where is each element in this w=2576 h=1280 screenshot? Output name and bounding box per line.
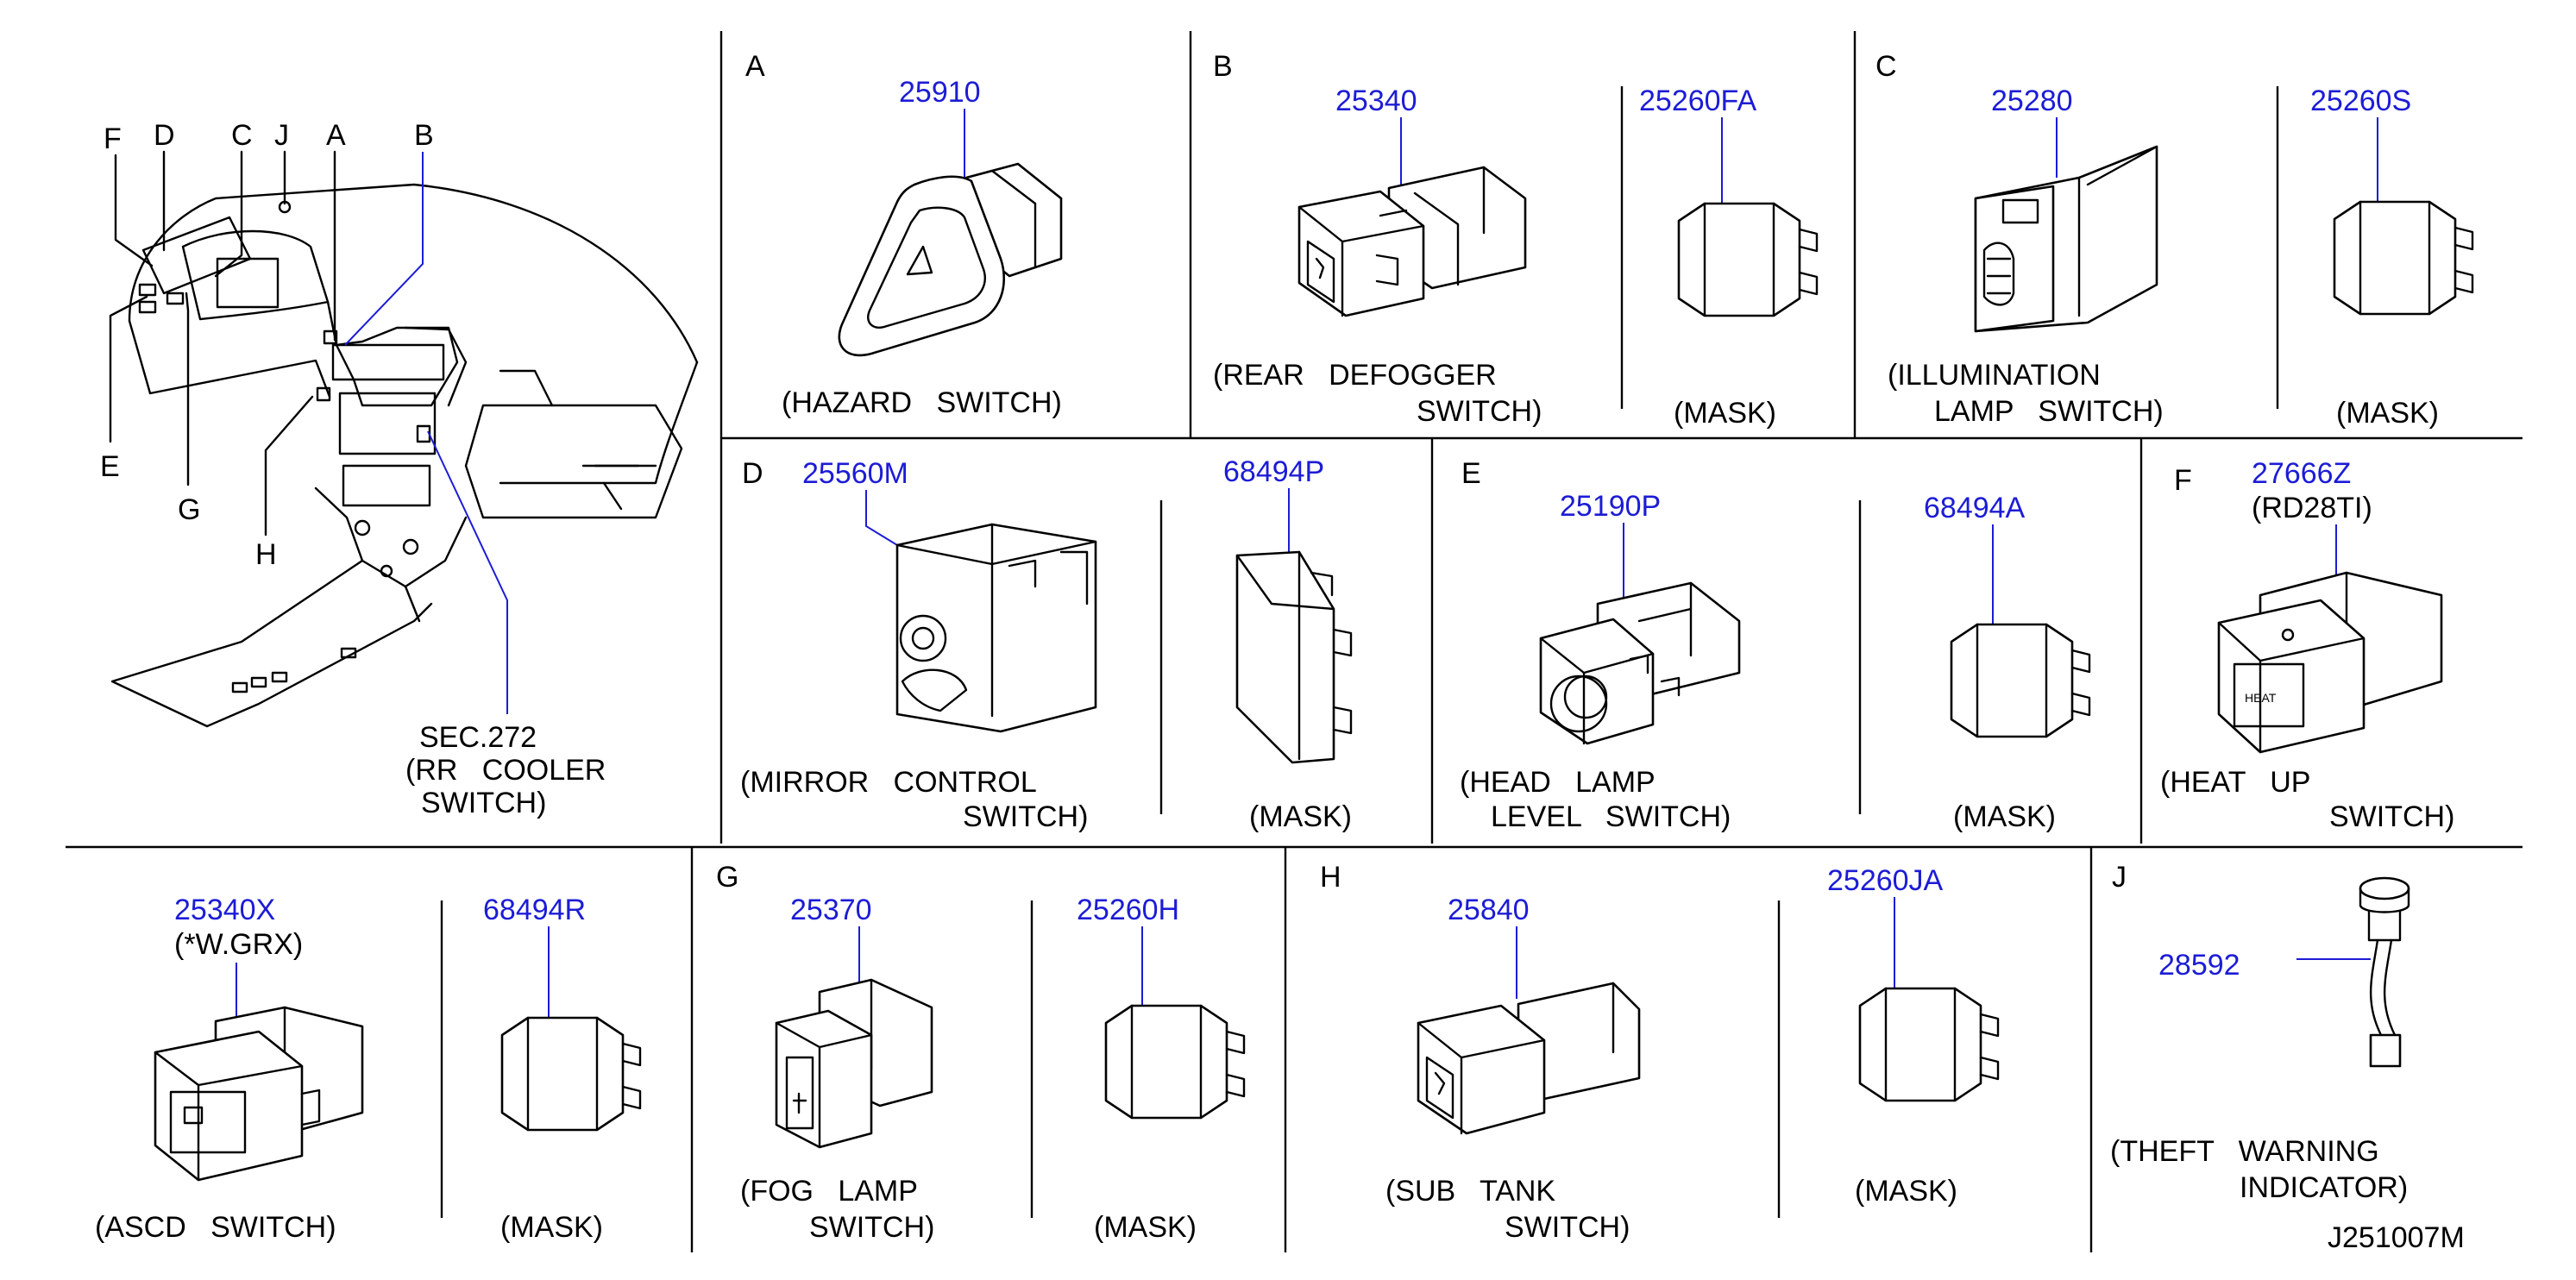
panel-j-letter: J (2112, 861, 2127, 894)
panel-b-caption-2: SWITCH) (1417, 395, 1542, 428)
panel-e: E 25190P (HEAD LAMP LEVEL SWITCH) 68494A… (1460, 457, 2091, 833)
part-number-25370: 25370 (790, 894, 872, 926)
callout-d: D (154, 119, 175, 152)
sec-ref-line-1: SEC.272 (419, 721, 537, 754)
callout-f: F (104, 122, 122, 155)
mask-25260h-drawing (1104, 1004, 1246, 1120)
part-number-25910: 25910 (899, 76, 981, 109)
panel-f-letter: F (2174, 464, 2192, 497)
panel-e-caption-1: (HEAD LAMP (1460, 766, 1656, 799)
head-lamp-level-switch-drawing (1539, 581, 1741, 745)
dashboard-overview-drawing (109, 150, 699, 728)
part-number-25340x: 25340X (174, 894, 275, 926)
part-number-25260s: 25260S (2310, 85, 2411, 117)
callout-b: B (414, 119, 434, 152)
mask-25260ja-drawing (1858, 987, 2000, 1102)
mirror-control-switch-drawing (895, 523, 1097, 733)
panel-j-caption-1: (THEFT WARNING (2110, 1135, 2379, 1168)
mask-25260s-drawing (2333, 200, 2474, 316)
panel-f-note: (RD28TI) (2252, 492, 2372, 524)
part-number-25340: 25340 (1335, 85, 1417, 117)
sec-ref-line-2: (RR COOLER (405, 754, 606, 787)
callout-a: A (326, 119, 346, 152)
panel-d-mask-caption: (MASK) (1249, 800, 1352, 833)
panel-e-mask-caption: (MASK) (1953, 800, 2056, 833)
mask-25260fa-drawing (1677, 202, 1819, 317)
panel-d-caption-1: (MIRROR CONTROL (740, 766, 1037, 799)
panel-f-caption-1: (HEAT UP (2160, 766, 2310, 799)
panel-b-letter: B (1213, 50, 1233, 83)
panel-g-caption-2: SWITCH) (809, 1211, 934, 1244)
callout-h: H (255, 538, 277, 571)
panel-f-caption-2: SWITCH) (2329, 800, 2454, 833)
panel-c-caption-1: (ILLUMINATION (1888, 359, 2101, 392)
illumination-switch-drawing (1974, 145, 2158, 333)
ascd-switch-drawing (154, 1006, 364, 1182)
panel-d: D 25560M (MIRROR CONTROL SWITCH) 68494P … (740, 455, 1353, 833)
part-number-25260ja: 25260JA (1827, 864, 1944, 897)
part-number-25280: 25280 (1991, 85, 2073, 117)
part-number-25260h: 25260H (1077, 894, 1179, 926)
panel-ascd: 25340X (*W.GRX) (ASCD SWITCH) 68494R (MA… (95, 894, 642, 1244)
panel-ascd-note: (*W.GRX) (174, 928, 303, 961)
panel-b-mask-caption: (MASK) (1674, 397, 1776, 430)
part-number-25260fa: 25260FA (1639, 85, 1756, 117)
panel-h-letter: H (1320, 861, 1341, 894)
panel-e-caption-2: LEVEL SWITCH) (1491, 800, 1731, 833)
panel-h-caption-1: (SUB TANK (1385, 1175, 1555, 1208)
panel-ascd-caption: (ASCD SWITCH) (95, 1211, 336, 1244)
theft-indicator-drawing (2359, 876, 2410, 1068)
panel-g-mask-caption: (MASK) (1094, 1211, 1197, 1244)
part-number-68494r: 68494R (483, 894, 586, 926)
grid-lines (66, 31, 2523, 1252)
panel-d-caption-2: SWITCH) (963, 800, 1088, 833)
hazard-switch-drawing (838, 162, 1063, 357)
defogger-switch-drawing (1297, 166, 1527, 317)
overview-callout-labels: F D C J A B E G H SEC.272 (RR COOLER SWI… (100, 119, 606, 819)
drawing-id: J251007M (2328, 1221, 2465, 1254)
heat-up-switch-drawing: HEAT (2217, 571, 2443, 754)
heat-label-glyph: HEAT (2245, 691, 2277, 705)
panel-c-letter: C (1875, 50, 1897, 83)
panel-g: G 25370 (FOG LAMP SWITCH) 25260H (MASK) (716, 861, 1246, 1244)
part-number-25190p: 25190P (1560, 490, 1661, 523)
callout-j: J (274, 119, 289, 152)
panel-g-caption-1: (FOG LAMP (740, 1175, 918, 1208)
panel-h-caption-2: SWITCH) (1505, 1211, 1630, 1244)
panel-c: C 25280 (ILLUMINATION LAMP SWITCH) 25260… (1875, 50, 2474, 430)
panel-b-caption-1: (REAR DEFOGGER (1213, 359, 1497, 392)
panel-j-caption-2: INDICATOR) (2240, 1171, 2408, 1204)
callout-c: C (231, 119, 253, 152)
fog-lamp-switch-drawing (775, 978, 933, 1149)
sec-ref-line-3: SWITCH) (421, 787, 546, 819)
panel-b: B 25340 (REAR DEFOGGER SWITCH) 25260FA (… (1213, 50, 1819, 430)
part-number-27666z: 27666Z (2252, 457, 2351, 490)
panel-g-letter: G (716, 861, 738, 894)
callout-g: G (178, 493, 200, 526)
panel-a-letter: A (745, 50, 765, 83)
mask-68494a-drawing (1950, 623, 2091, 738)
panel-ascd-mask-caption: (MASK) (500, 1211, 603, 1244)
panel-c-mask-caption: (MASK) (2336, 397, 2439, 430)
panel-j: J 28592 (THEFT WARNING INDICATOR) (2110, 861, 2410, 1204)
mask-68494p-drawing (1235, 550, 1353, 764)
panel-h-mask-caption: (MASK) (1855, 1175, 1957, 1208)
panel-c-caption-2: LAMP SWITCH) (1934, 395, 2164, 428)
panel-f: F 27666Z (RD28TI) HEAT (HEAT UP SWITCH) (2160, 457, 2454, 833)
panel-a-caption: (HAZARD SWITCH) (782, 386, 1062, 419)
sub-tank-switch-drawing (1417, 982, 1641, 1135)
part-number-68494a: 68494A (1924, 492, 2026, 524)
callout-e: E (100, 450, 120, 483)
part-number-68494p: 68494P (1223, 455, 1324, 488)
panel-e-letter: E (1461, 457, 1481, 490)
part-number-25840: 25840 (1448, 894, 1530, 926)
part-number-25560m: 25560M (802, 457, 908, 490)
panel-a: A 25910 (HAZARD SWITCH) (745, 50, 1063, 419)
panel-d-letter: D (742, 457, 763, 490)
panel-h: H 25840 (SUB TANK SWITCH) 25260JA (MASK) (1320, 861, 2000, 1244)
part-number-28592: 28592 (2158, 949, 2240, 982)
mask-68494r-drawing (500, 1016, 642, 1132)
